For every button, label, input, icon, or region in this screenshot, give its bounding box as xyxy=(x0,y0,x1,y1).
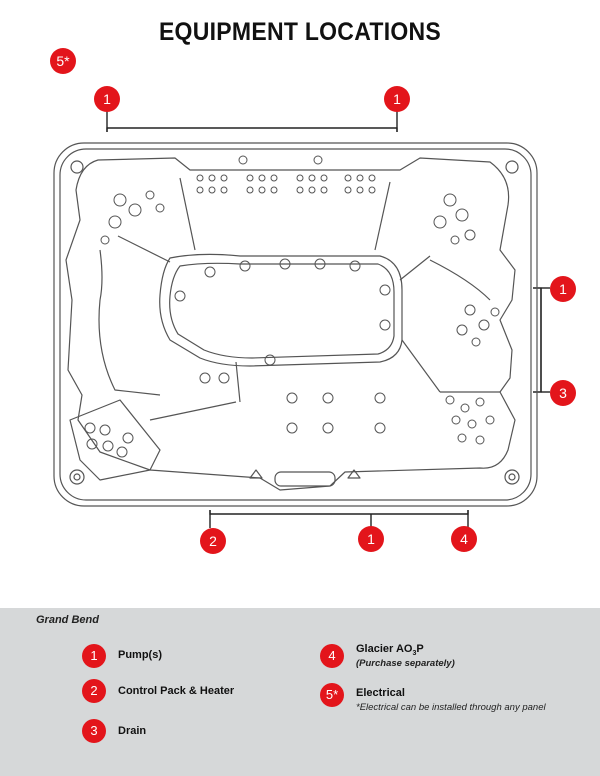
marker-1-pump-top-right: 1 xyxy=(384,86,410,112)
model-name: Grand Bend xyxy=(36,614,99,626)
spa-lounge xyxy=(69,399,161,481)
marker-1-pump-bottom: 1 xyxy=(358,526,384,552)
page-title: EQUIPMENT LOCATIONS xyxy=(158,18,442,46)
legend-badge-4: 4 xyxy=(320,644,344,668)
marker-2-control-pack: 2 xyxy=(200,528,226,554)
legend-label-glacier: Glacier AO3P xyxy=(356,643,424,658)
marker-5-electrical: 5* xyxy=(50,48,76,74)
legend-badge-3: 3 xyxy=(82,719,106,743)
bracket-top xyxy=(106,127,398,132)
marker-4-glacier: 4 xyxy=(451,526,477,552)
spa-seating-outline xyxy=(65,157,516,491)
jets-bottom-center xyxy=(199,372,386,434)
jets-lounge xyxy=(84,422,134,458)
legend-note-glacier: (Purchase separately) xyxy=(356,658,455,669)
jets-footwell xyxy=(174,258,391,366)
jets-right xyxy=(433,193,500,347)
legend-label-electrical: Electrical xyxy=(356,687,405,699)
legend-panel: Grand Bend 1 Pump(s) 2 Control Pack & He… xyxy=(0,608,600,776)
legend-note-electrical: *Electrical can be installed through any… xyxy=(356,702,546,713)
marker-1-pump-top-left: 1 xyxy=(94,86,120,112)
jets-left xyxy=(100,190,165,245)
marker-3-drain-right: 3 xyxy=(550,380,576,406)
spa-outer-shell xyxy=(53,142,538,507)
spa-diagram xyxy=(53,111,550,528)
jets-top xyxy=(196,155,376,194)
legend-label-pumps: Pump(s) xyxy=(118,649,162,661)
legend-badge-2: 2 xyxy=(82,679,106,703)
bracket-bottom xyxy=(209,510,469,515)
jets-bottom-right xyxy=(445,395,495,445)
legend-label-drain: Drain xyxy=(118,725,147,737)
marker-1-pump-right: 1 xyxy=(550,276,576,302)
spa-footwell xyxy=(159,253,403,367)
legend-badge-1: 1 xyxy=(82,644,106,668)
legend-label-control-pack: Control Pack & Heater xyxy=(118,685,235,697)
legend-badge-5: 5* xyxy=(320,683,344,707)
